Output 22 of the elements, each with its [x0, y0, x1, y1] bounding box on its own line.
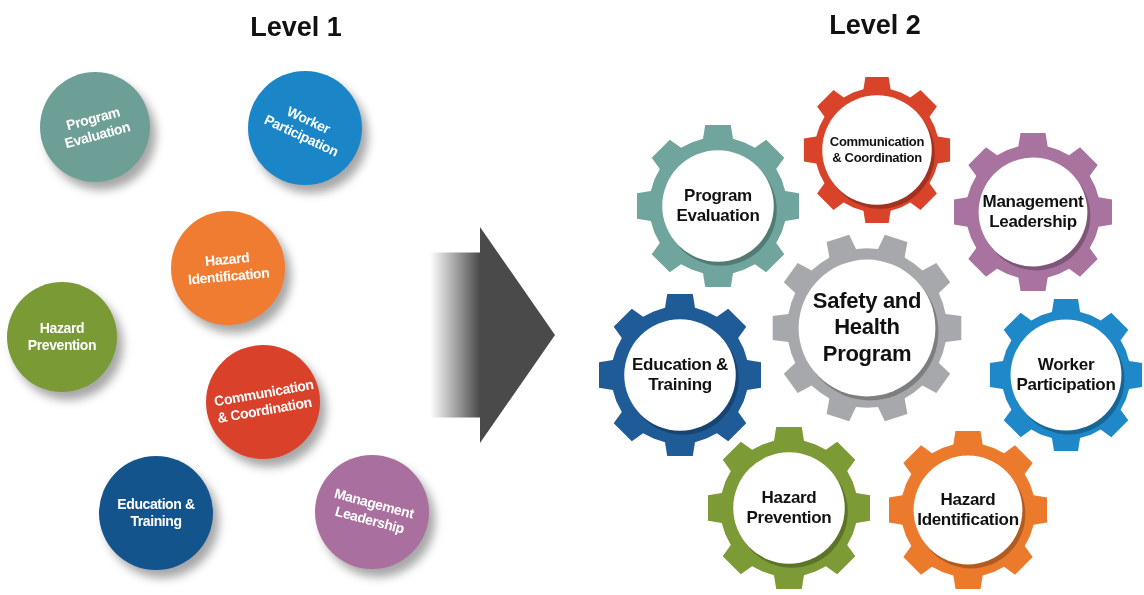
gear-shape	[953, 132, 1113, 292]
node-label: Worker Participation	[1016, 354, 1116, 394]
node-label: Hazard Identification	[187, 249, 270, 288]
gear-shape	[989, 298, 1143, 452]
gear-shape	[598, 293, 762, 457]
gear-shape	[803, 76, 951, 224]
node-label: Communication & Coordination	[829, 134, 925, 165]
direction-arrow	[430, 227, 555, 443]
level-heading: Level 1	[250, 12, 342, 42]
gear-shape	[772, 233, 962, 423]
node-label: Hazard Prevention	[746, 487, 832, 527]
node-label: Safety and Health Program	[812, 288, 922, 367]
gear-shape	[707, 426, 871, 590]
node-label: Education & Training	[632, 354, 728, 394]
node-label: Hazard Prevention	[27, 320, 97, 353]
node-label: Hazard Identification	[917, 489, 1019, 529]
level-heading: Level 2	[829, 10, 921, 40]
node-label: Education & Training	[117, 496, 195, 529]
node-label: Program Evaluation	[676, 185, 760, 225]
node-label: Management Leadership	[982, 191, 1084, 231]
gear-shape	[636, 124, 800, 288]
gear-shape	[888, 430, 1048, 590]
